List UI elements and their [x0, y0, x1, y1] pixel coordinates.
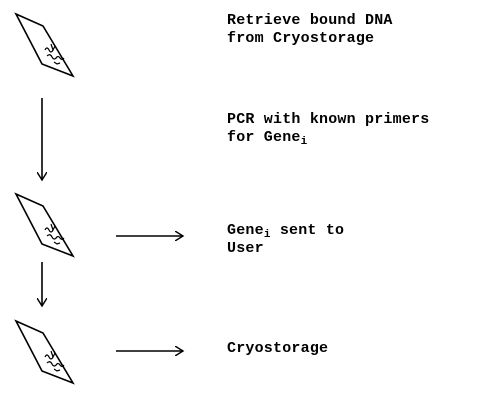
- dna-slide-icon: [15, 320, 74, 384]
- subscript-text: i: [263, 229, 271, 241]
- step-text: sent to: [270, 222, 345, 239]
- step-text: Cryostorage: [227, 340, 329, 357]
- step-text: User: [227, 240, 264, 257]
- step-text: Retrieve bound DNA: [227, 12, 393, 29]
- step-text: from Cryostorage: [227, 30, 375, 47]
- step-text: for Gene: [227, 129, 301, 146]
- dna-slide-icon: [15, 193, 74, 257]
- step-label-cryostorage: Cryostorage: [227, 340, 328, 358]
- step-text: PCR with known primers: [227, 111, 430, 128]
- step-label-retrieve: Retrieve bound DNA from Cryostorage: [227, 12, 393, 48]
- step-label-sent: Genei sent to User: [227, 222, 344, 258]
- step-label-pcr: PCR with known primers for Genei: [227, 111, 430, 148]
- step-text: Gene: [227, 222, 264, 239]
- dna-slide-icon: [15, 13, 74, 77]
- subscript-text: i: [300, 136, 308, 148]
